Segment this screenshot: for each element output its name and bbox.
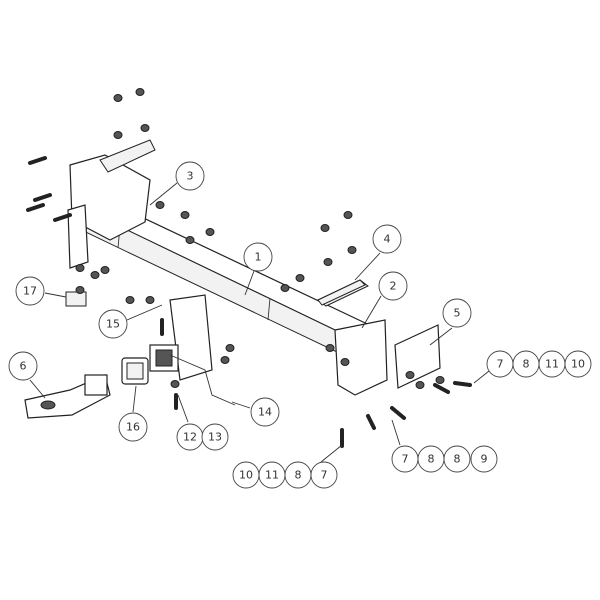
- nut: [113, 131, 123, 139]
- callout-1: 1: [243, 242, 273, 272]
- nut: [220, 356, 230, 364]
- callout-2: 2: [378, 271, 408, 301]
- nut: [75, 286, 85, 294]
- nut: [155, 201, 165, 209]
- wiring-bracket: [169, 354, 236, 406]
- nut: [145, 296, 155, 304]
- left-bracket: [67, 139, 156, 269]
- svg-text:5: 5: [454, 307, 461, 320]
- nut: [205, 228, 215, 236]
- nut: [320, 224, 330, 232]
- callout-5: 5: [442, 298, 472, 328]
- nut: [185, 236, 195, 244]
- bolt: [433, 383, 450, 394]
- svg-text:1: 1: [255, 251, 262, 264]
- callout-3: 3: [175, 161, 205, 191]
- svg-text:7: 7: [402, 453, 409, 466]
- nut: [170, 380, 180, 388]
- nut: [325, 344, 335, 352]
- svg-text:9: 9: [481, 453, 488, 466]
- nut: [125, 296, 135, 304]
- callout-group-lower: 10 11 8 7: [232, 461, 338, 489]
- callout-13: 13: [201, 423, 229, 451]
- nut: [435, 376, 445, 384]
- nut: [340, 358, 350, 366]
- nut: [180, 211, 190, 219]
- svg-text:13: 13: [208, 431, 222, 444]
- bolt: [53, 213, 72, 222]
- nut: [225, 344, 235, 352]
- nut: [140, 124, 150, 132]
- nut: [75, 264, 85, 272]
- nut: [100, 266, 110, 274]
- bolt: [28, 156, 47, 165]
- bolt: [26, 203, 45, 212]
- nut: [280, 284, 290, 292]
- nut: [113, 94, 123, 102]
- svg-text:16: 16: [126, 421, 140, 434]
- nut: [90, 271, 100, 279]
- svg-text:8: 8: [295, 469, 302, 482]
- svg-text:7: 7: [497, 358, 504, 371]
- svg-text:11: 11: [545, 358, 559, 371]
- callout-6: 6: [8, 351, 38, 381]
- nut: [343, 211, 353, 219]
- collar: [121, 357, 149, 385]
- svg-text:10: 10: [239, 469, 253, 482]
- svg-text:15: 15: [106, 318, 120, 331]
- svg-text:2: 2: [390, 280, 397, 293]
- bolt: [453, 381, 472, 387]
- spacer-plate: [394, 324, 441, 389]
- svg-text:8: 8: [454, 453, 461, 466]
- svg-text:4: 4: [384, 233, 391, 246]
- bolt: [390, 406, 406, 420]
- callout-16: 16: [118, 412, 148, 442]
- bolt: [33, 193, 52, 202]
- svg-text:14: 14: [258, 406, 272, 419]
- callout-group-middle: 7 8 8 9: [391, 445, 498, 473]
- svg-text:8: 8: [523, 358, 530, 371]
- callout-14: 14: [250, 397, 280, 427]
- ball-mount: [24, 374, 111, 419]
- bolt: [366, 414, 376, 430]
- receiver-assembly: [149, 294, 213, 381]
- svg-text:3: 3: [187, 170, 194, 183]
- label-plate: [65, 291, 87, 307]
- leader-lines: [29, 182, 490, 463]
- svg-text:11: 11: [265, 469, 279, 482]
- callout-17: 17: [15, 276, 45, 306]
- nut: [405, 371, 415, 379]
- callout-15: 15: [98, 309, 128, 339]
- svg-text:12: 12: [183, 431, 197, 444]
- nut: [347, 246, 357, 254]
- callout-12: 12: [176, 423, 204, 451]
- svg-text:10: 10: [571, 358, 585, 371]
- svg-text:6: 6: [20, 360, 27, 373]
- nut: [415, 381, 425, 389]
- strap-plate: [317, 279, 366, 306]
- svg-text:8: 8: [428, 453, 435, 466]
- callout-group-right: 7 8 11 10: [486, 350, 592, 378]
- nut: [135, 88, 145, 96]
- callout-4: 4: [372, 224, 402, 254]
- svg-text:17: 17: [23, 285, 37, 298]
- svg-text:7: 7: [321, 469, 328, 482]
- nut: [323, 258, 333, 266]
- fasteners: [26, 88, 472, 448]
- nut: [295, 274, 305, 282]
